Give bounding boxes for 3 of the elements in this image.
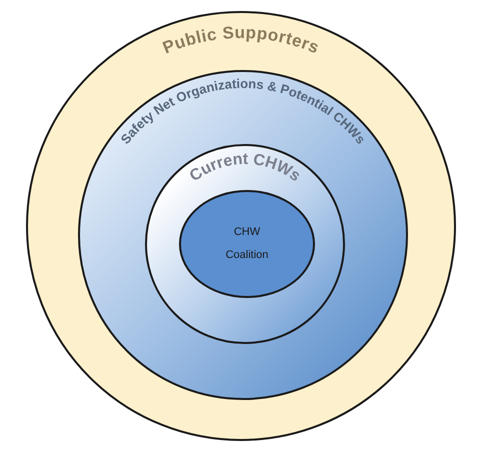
ring-label: Public Supporters bbox=[160, 23, 322, 58]
circle-label: CHW Coalition bbox=[224, 224, 270, 263]
ring-label: Current CHWs bbox=[186, 150, 304, 186]
